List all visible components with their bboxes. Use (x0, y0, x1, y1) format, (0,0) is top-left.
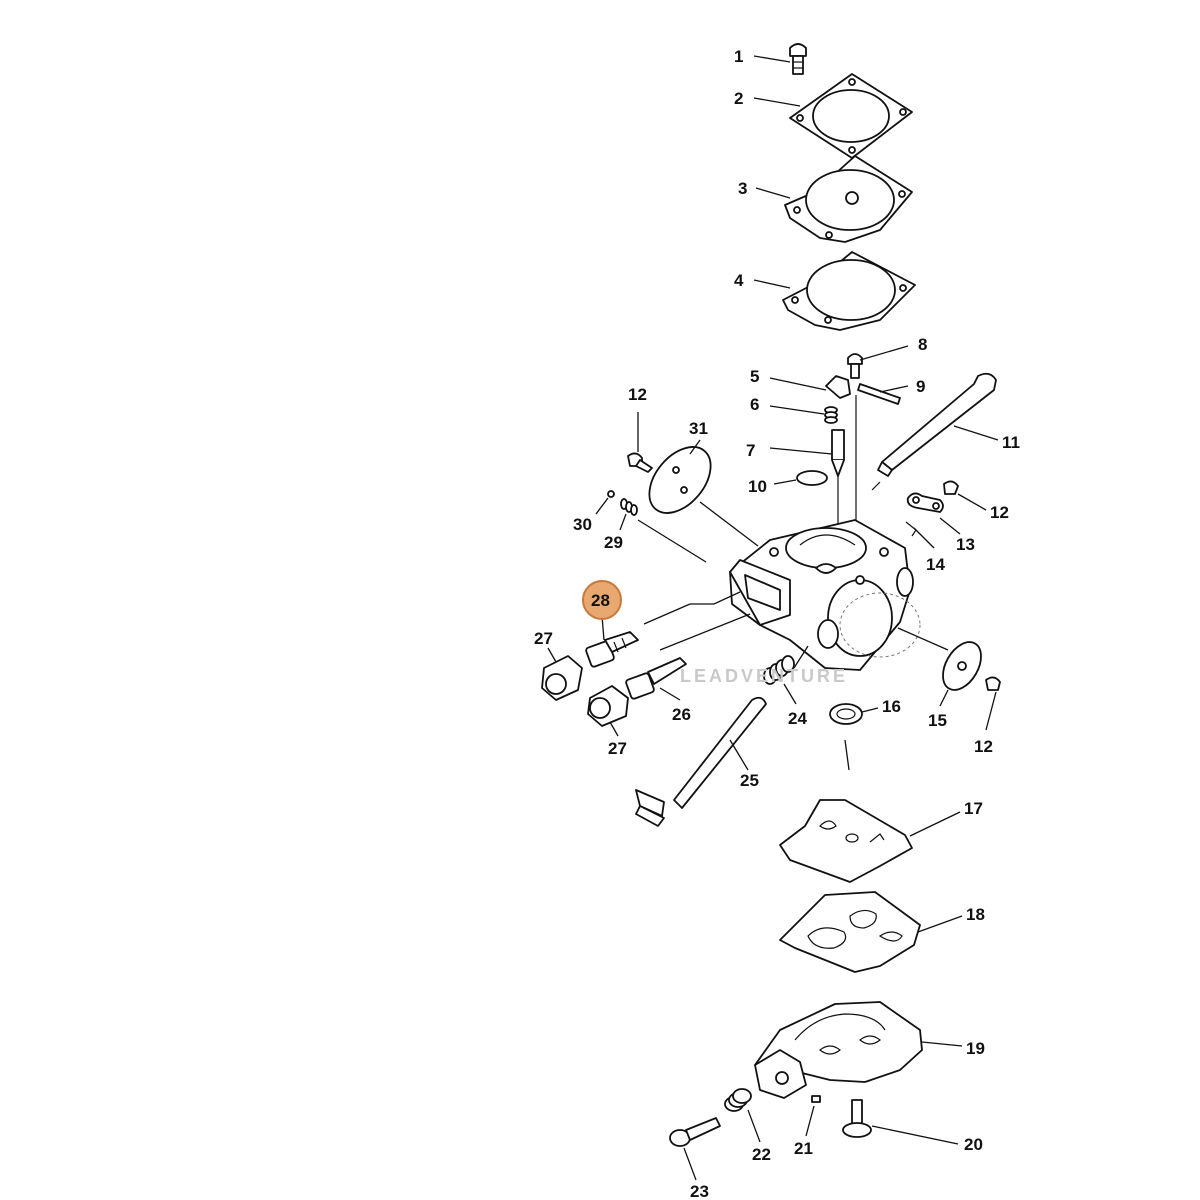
part-2-cover (789, 73, 913, 159)
part-23-screw (669, 1117, 721, 1147)
callout-11[interactable]: 11 (1002, 433, 1020, 452)
part-26-needle (625, 657, 687, 700)
callout-4[interactable]: 4 (734, 271, 744, 290)
callout-22[interactable]: 22 (752, 1145, 771, 1164)
callout-15[interactable]: 15 (928, 711, 947, 730)
callout-17[interactable]: 17 (964, 799, 983, 818)
callout-2[interactable]: 2 (734, 89, 743, 108)
callout-14[interactable]: 14 (926, 555, 945, 574)
callout-24[interactable]: 24 (788, 709, 807, 728)
part-12-screw-b (943, 480, 959, 495)
callout-26[interactable]: 26 (672, 705, 691, 724)
callout-labels: 1 2 3 4 5 6 7 8 9 10 11 12 12 12 13 14 1… (534, 47, 1020, 1200)
callout-18[interactable]: 18 (966, 905, 985, 924)
callout-28[interactable]: 28 (591, 591, 610, 610)
leader-lines (547, 55, 999, 1181)
callout-6[interactable]: 6 (750, 395, 759, 414)
part-12-screw-c (985, 676, 1001, 691)
callout-29[interactable]: 29 (604, 533, 623, 552)
part-12-screw-a (627, 452, 653, 473)
part-27-cap-b (587, 685, 629, 727)
callout-3[interactable]: 3 (738, 179, 747, 198)
part-29-spring (620, 498, 638, 516)
callout-21[interactable]: 21 (794, 1139, 813, 1158)
callout-5[interactable]: 5 (750, 367, 759, 386)
part-27-cap-a (541, 655, 583, 701)
callout-25[interactable]: 25 (740, 771, 759, 790)
callout-27-bottom[interactable]: 27 (608, 739, 627, 758)
callout-9[interactable]: 9 (916, 377, 925, 396)
part-28-needle (585, 631, 639, 668)
part-8-screw (847, 353, 863, 379)
part-6-spring (824, 406, 838, 424)
callout-7[interactable]: 7 (746, 441, 755, 460)
part-carburetor-body (729, 519, 921, 671)
part-31-disc (648, 446, 712, 514)
part-1-screw (789, 43, 807, 75)
callout-23[interactable]: 23 (690, 1182, 709, 1200)
part-22-spring (724, 1088, 752, 1112)
part-16-screen (829, 703, 863, 725)
part-11-shaft (871, 372, 997, 491)
part-21-pin (811, 1095, 821, 1103)
part-24-spring (763, 655, 795, 685)
part-9-pin (857, 383, 901, 405)
callout-30[interactable]: 30 (573, 515, 592, 534)
part-17-gasket (779, 799, 913, 883)
callout-27-top[interactable]: 27 (534, 629, 553, 648)
part-20-screw (842, 1099, 872, 1138)
callout-31[interactable]: 31 (689, 419, 708, 438)
callout-13[interactable]: 13 (956, 535, 975, 554)
part-5-lever (825, 375, 857, 540)
part-19-metering-body (754, 1001, 923, 1099)
callout-10[interactable]: 10 (748, 477, 767, 496)
part-25-shaft (635, 696, 767, 827)
callout-19[interactable]: 19 (966, 1039, 985, 1058)
part-3-diaphragm (784, 155, 913, 243)
callout-12-top[interactable]: 12 (628, 385, 647, 404)
part-30-ball (607, 490, 615, 498)
part-10-plug (796, 470, 828, 486)
part-13-lever (906, 492, 944, 513)
watermark-text: LEADVENTURE (680, 666, 848, 686)
callout-16[interactable]: 16 (882, 697, 901, 716)
part-15-disc (942, 641, 982, 691)
callout-12-right[interactable]: 12 (990, 503, 1009, 522)
part-4-gasket (782, 251, 916, 331)
callout-12-bottom[interactable]: 12 (974, 737, 993, 756)
part-18-gasket (779, 891, 921, 973)
callout-28-highlight[interactable] (582, 580, 622, 620)
callout-8[interactable]: 8 (918, 335, 927, 354)
callout-20[interactable]: 20 (964, 1135, 983, 1154)
callout-1[interactable]: 1 (734, 47, 743, 66)
